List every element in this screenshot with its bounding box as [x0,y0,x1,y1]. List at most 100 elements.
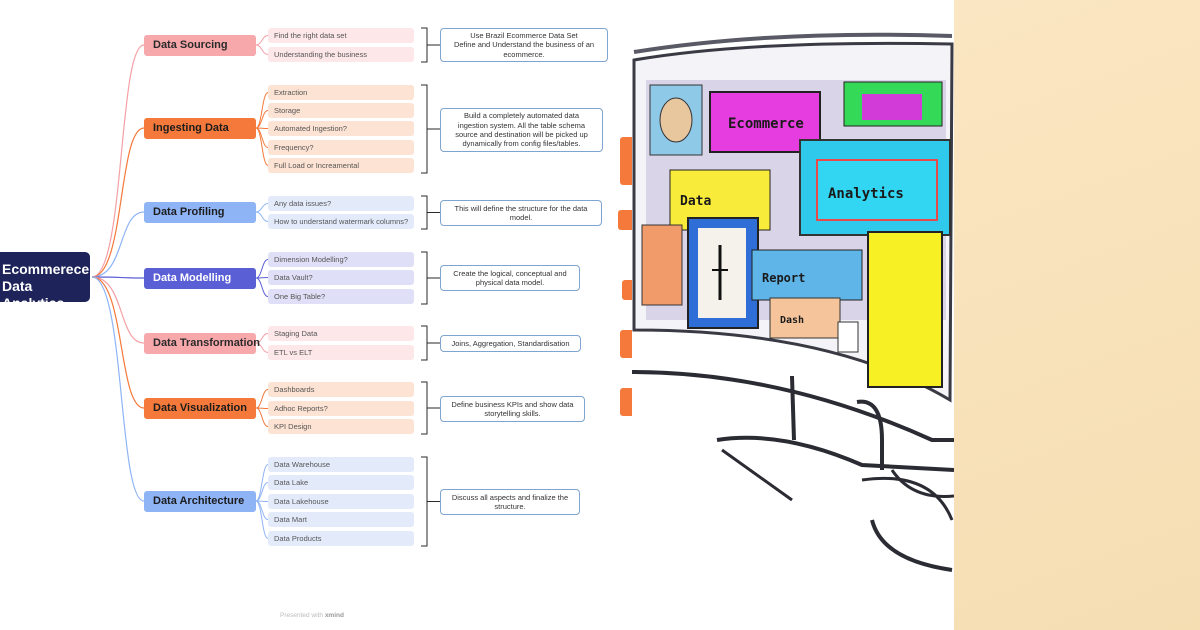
note-box[interactable]: Discuss all aspects and finalize the str… [440,489,580,515]
root-topic[interactable]: Ecommerece Data Analytics [0,252,90,311]
leaf-topic[interactable]: Any data issues? [268,196,414,211]
branch-connector [91,276,145,502]
leaf-topic[interactable]: Data Products [268,531,414,546]
note-line: physical data model. [475,278,545,287]
leaf-topic[interactable]: Staging Data [268,326,414,341]
leaf-topic[interactable]: Full Load or Increamental [268,158,414,173]
group-bracket [421,325,428,361]
offscreen-tab [618,210,632,230]
offscreen-tab [620,330,632,358]
note-box[interactable]: Create the logical, conceptual and physi… [440,265,580,291]
branch-data-visualization[interactable]: Data Visualization [144,398,256,419]
mindmap-diagram: Ecommerece Data Analytics Data Sourcing … [0,27,632,619]
leaf-connector [255,277,269,279]
branch-data-modelling[interactable]: Data Modelling [144,268,256,289]
note-box[interactable]: Build a completely automated data ingest… [440,108,603,152]
group-bracket [421,251,428,305]
note-box[interactable]: Use Brazil Ecommerce Data Set Define and… [440,28,608,62]
monitor-illustration: Ecommerce Analytics Data Report Dash [632,32,954,572]
group-bracket [421,456,428,547]
offscreen-tab [620,388,632,416]
offscreen-tab [620,137,632,185]
group-bracket [421,84,428,174]
note-line: structure. [494,502,526,511]
leaf-connector [255,35,269,46]
note-line: model. [509,213,533,222]
note-line: Use Brazil Ecommerce Data Set [470,30,578,40]
note-line: Build a completely automated data [463,111,580,121]
note-line: This will define the structure for the d… [454,203,588,213]
artwork-label: Analytics [828,186,904,202]
presented-with-footer: Presented with xmind [280,612,344,619]
leaf-topic[interactable]: How to understand watermark columns? [268,214,414,229]
leaf-topic[interactable]: Data Mart [268,512,414,527]
leaf-connector [255,407,269,427]
leaf-connector [255,259,269,279]
ai-artwork-computer-monitor: Ecommerce Analytics Data Report Dash [632,0,954,630]
note-line: Joins, Aggregation, Standardisation [451,338,570,348]
root-topic-line-1: Ecommerece Data [2,261,90,294]
note-line: Define and Understand the business of an [453,40,595,50]
leaf-topic[interactable]: ETL vs ELT [268,345,414,360]
footer-prefix: Presented with [280,612,323,619]
leaf-topic[interactable]: Data Lake [268,475,414,490]
branch-connector [91,276,145,344]
leaf-topic[interactable]: Data Warehouse [268,457,414,472]
leaf-connector [255,92,269,129]
note-line: Discuss all aspects and finalize the [451,492,569,502]
leaf-topic[interactable]: Frequency? [268,140,414,155]
leaf-connector [255,277,269,297]
leaf-topic[interactable]: Extraction [268,85,414,100]
root-topic-line-2: Analytics [2,294,65,311]
branch-data-architecture[interactable]: Data Architecture [144,491,256,512]
group-bracket [421,195,428,230]
group-bracket [421,27,428,63]
leaf-topic[interactable]: Dashboards [268,382,414,397]
leaf-connector [255,127,269,166]
note-box[interactable]: This will define the structure for the d… [440,200,602,226]
leaf-connector [255,342,269,353]
note-line: Define business KPIs and show data [451,399,574,409]
leaf-connector [255,500,269,539]
note-line: Create the logical, conceptual and [453,268,567,278]
note-box[interactable]: Joins, Aggregation, Standardisation [440,335,581,352]
artwork-label: Report [762,271,805,285]
branch-ingesting-data[interactable]: Ingesting Data [144,118,256,139]
leaf-connector [255,44,269,55]
leaf-topic[interactable]: Adhoc Reports? [268,401,414,416]
branch-connector [91,276,145,409]
artwork-label: Ecommerce [728,116,804,132]
leaf-connector [255,389,269,409]
note-line: source and destination will be picked up [455,130,588,139]
branch-data-transformation[interactable]: Data Transformation [144,333,260,354]
leaf-connector [255,211,269,222]
leaf-topic[interactable]: Automated Ingestion? [268,121,414,136]
offscreen-tab [622,280,632,300]
leaf-topic[interactable]: Find the right data set [268,28,414,43]
branch-connector [91,127,145,278]
leaf-topic[interactable]: Understanding the business [268,47,414,62]
branch-connector [91,211,145,278]
leaf-topic[interactable]: Storage [268,103,414,118]
leaf-connector [255,482,269,502]
group-bracket [421,381,428,435]
note-line: storytelling skills. [484,409,541,418]
leaf-topic[interactable]: Data Lakehouse [268,494,414,509]
branch-data-profiling[interactable]: Data Profiling [144,202,256,223]
note-line: ingestion system. All the table schema [457,120,586,130]
leaf-topic[interactable]: KPI Design [268,419,414,434]
leaf-topic[interactable]: One Big Table? [268,289,414,304]
artwork-label: Data [680,194,711,209]
leaf-connector [255,203,269,213]
connector-lines [91,27,440,547]
leaf-topic[interactable]: Data Vault? [268,270,414,285]
note-line: dynamically from config files/tables. [462,139,581,149]
artwork-label: Dash [780,315,804,326]
branch-data-sourcing[interactable]: Data Sourcing [144,35,256,56]
leaf-topic[interactable]: Dimension Modelling? [268,252,414,267]
leaf-connector [255,110,269,129]
branch-connector [91,44,145,278]
decorative-side-panel [954,0,1200,630]
note-box[interactable]: Define business KPIs and show data story… [440,396,585,422]
branch-connector [91,276,145,279]
